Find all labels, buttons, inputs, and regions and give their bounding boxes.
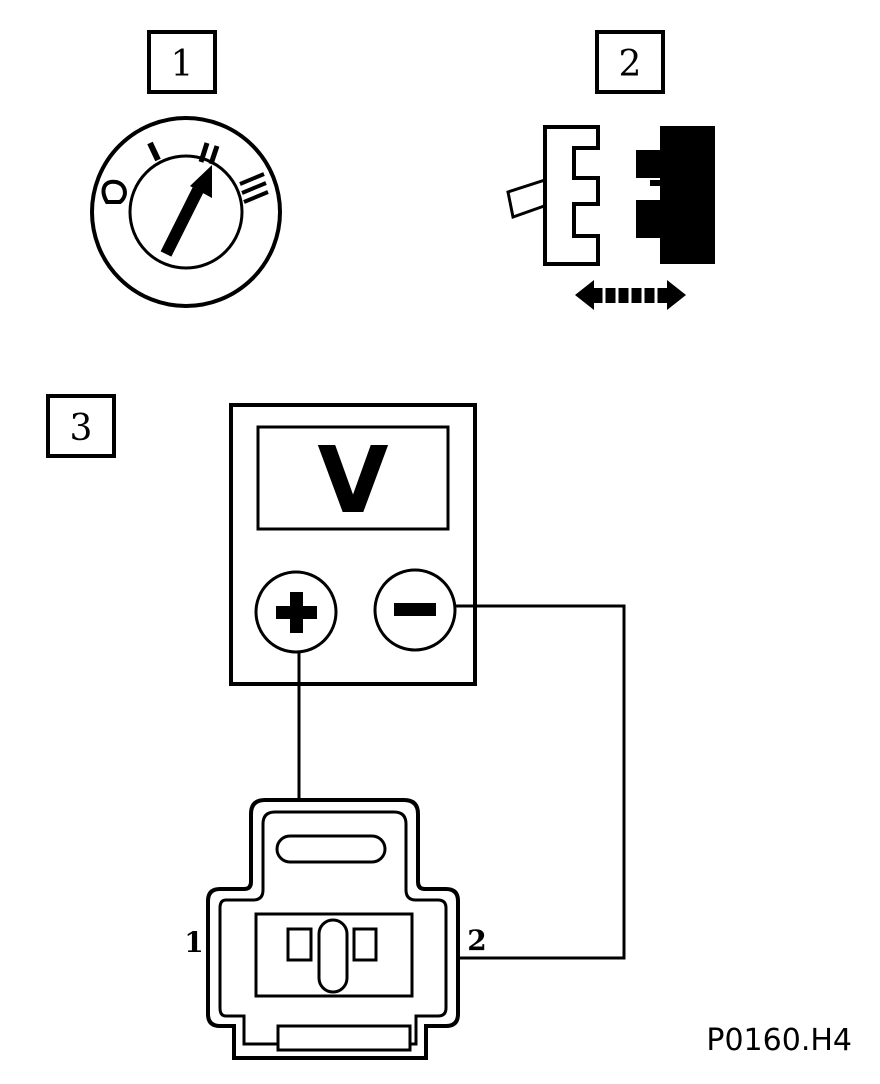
step-2-label: 2	[619, 44, 642, 85]
step-1-group: 1	[90, 30, 282, 308]
voltmeter-minus-terminal	[373, 568, 457, 652]
ignition-key-arrow-icon	[190, 165, 212, 198]
ignition-position-2-mark-b	[208, 145, 220, 165]
voltmeter-display	[256, 425, 450, 531]
ignition-position-3-mark-c	[243, 190, 269, 204]
minus-icon	[394, 603, 436, 616]
double-arrow-icon	[575, 280, 686, 310]
connector-pin-2	[352, 927, 378, 962]
ignition-position-3-mark-a	[239, 172, 265, 186]
negative-probe-wire	[372, 604, 626, 960]
step-3-group: 3 V	[46, 394, 626, 1060]
plus-icon-horizontal	[276, 606, 317, 619]
voltmeter: V	[229, 403, 477, 686]
connector-pin-1	[286, 927, 313, 962]
step-2-box	[595, 30, 665, 94]
ignition-position-1-mark	[147, 141, 161, 162]
step-3-label: 3	[70, 408, 93, 449]
ignition-position-3-mark-b	[241, 181, 267, 195]
ignition-key-shaft	[160, 187, 204, 257]
figure-reference: P0160.H4	[706, 1023, 852, 1058]
connector-key-oval	[275, 834, 387, 864]
step-3-box	[46, 394, 116, 458]
step-2-group: 2	[506, 30, 715, 310]
connector-lock-slot	[276, 1024, 412, 1052]
connector-unplug-icon	[506, 125, 715, 310]
pin-2-label: 2	[467, 924, 486, 957]
connector-male-half	[636, 126, 715, 264]
connector-latch-tab	[506, 177, 549, 219]
ignition-off-mark-icon	[101, 179, 127, 204]
step-1-box	[147, 30, 217, 94]
sensor-connector	[206, 798, 460, 1060]
step-1-label: 1	[171, 44, 194, 85]
voltmeter-plus-terminal	[254, 570, 338, 654]
ignition-position-2-mark-a	[198, 142, 210, 163]
connector-center-post	[317, 918, 349, 994]
ignition-switch-icon	[90, 116, 282, 308]
connector-female-half	[543, 125, 600, 266]
pin-1-label: 1	[184, 926, 203, 959]
voltmeter-display-symbol: V	[317, 427, 388, 534]
